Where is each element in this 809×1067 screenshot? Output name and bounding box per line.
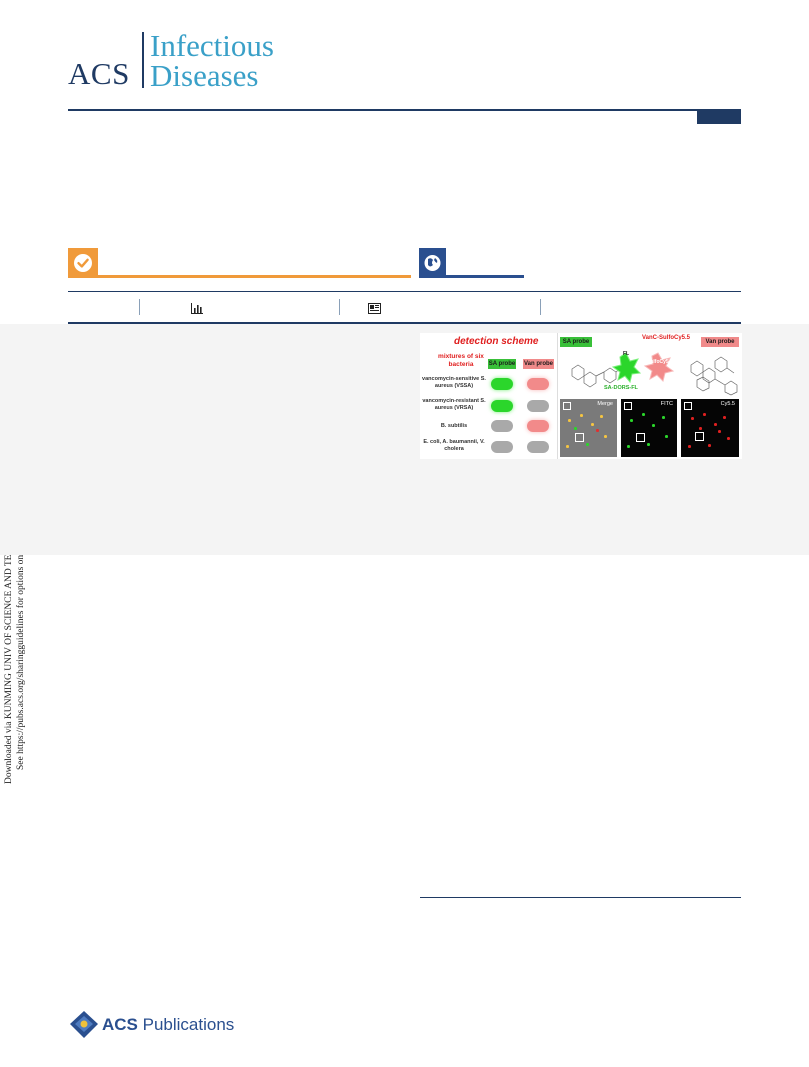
toc-cell-sa: [491, 441, 513, 453]
metrics-separator: [139, 299, 140, 315]
toc-cell-van: [527, 420, 549, 432]
public-access-badge[interactable]: [419, 248, 446, 278]
toc-row-label: E. coli, A. baumannii, V. cholera: [423, 439, 485, 452]
toc-row-label: vancomycin-resistant S. aureus (VRSA): [422, 398, 486, 411]
toc-van-probe-header: Van probe: [523, 359, 554, 369]
open-access-rule: [98, 275, 411, 278]
micrograph-cy55: Cy5.5: [681, 399, 739, 457]
metrics-bar-top-rule: [68, 291, 741, 292]
inset-marker: [624, 402, 632, 410]
newspaper-icon[interactable]: [368, 303, 382, 315]
open-access-badge[interactable]: [68, 248, 98, 278]
globe-icon: [424, 255, 441, 271]
toc-fl-label: FL: [622, 351, 630, 357]
toc-cell-sa: [491, 420, 513, 432]
journal-publisher-mark: ACS: [68, 56, 130, 91]
molecule-structure-drawing: [571, 352, 738, 396]
metrics-separator: [540, 299, 541, 315]
toc-mixtures-label: mixtures of six bacteria: [438, 353, 484, 368]
toc-van-probe-label: Van probe: [701, 337, 739, 347]
zoom-marker: [695, 432, 704, 441]
header-rule: [68, 109, 741, 111]
toc-sulfo-label: SulfoCy5.5: [647, 359, 673, 365]
micrograph-fitc: FITC: [621, 399, 677, 457]
acs-publications-logo-bold: ACS: [102, 1015, 138, 1034]
metrics-separator: [339, 299, 340, 315]
toc-cell-sa: [491, 378, 513, 390]
zoom-marker: [636, 433, 645, 442]
toc-row-label: B. subtilis: [440, 423, 468, 429]
acs-publications-logo-rest: Publications: [137, 1015, 235, 1034]
zoom-marker: [575, 433, 584, 442]
checkmark-icon: [74, 254, 92, 272]
toc-sa-probe-header: SA probe: [488, 359, 516, 369]
toc-sa-dors-label: SA-DORS-FL: [604, 385, 638, 391]
bar-chart-icon[interactable]: [190, 303, 204, 315]
metrics-bar-bottom-rule: [68, 322, 741, 324]
toc-row-label: vancomycin-sensitive S. aureus (VSSA): [422, 376, 486, 389]
journal-title-line1: Infectious: [150, 28, 274, 63]
toc-vanc-label: VanC-SulfoCy5.5: [642, 335, 691, 341]
footnote-rule: [420, 897, 741, 898]
toc-cell-sa: [491, 400, 513, 412]
toc-cell-van: [527, 400, 549, 412]
toc-cell-van: [527, 378, 549, 390]
micrograph-merge-label: Merge: [597, 401, 613, 407]
micrograph-cy55-label: Cy5.5: [720, 401, 735, 407]
toc-cell-van: [527, 441, 549, 453]
header-tag: [697, 111, 741, 124]
inset-marker: [563, 402, 571, 410]
acs-hexagon-icon: [70, 1011, 98, 1038]
toc-graphic: detection scheme mixtures of six bacteri…: [420, 333, 742, 459]
toc-title: detection scheme: [454, 336, 539, 347]
public-access-rule: [446, 275, 524, 278]
inset-marker: [684, 402, 692, 410]
journal-title-line2: Diseases: [150, 58, 259, 93]
journal-logo-divider: [142, 32, 144, 88]
toc-sa-probe-label: SA probe: [560, 337, 592, 347]
toc-divider: [557, 333, 558, 459]
acs-publications-logo: ACS Publications: [102, 1015, 234, 1035]
micrograph-fitc-label: FITC: [660, 401, 673, 407]
micrograph-merge: Merge: [560, 399, 617, 457]
